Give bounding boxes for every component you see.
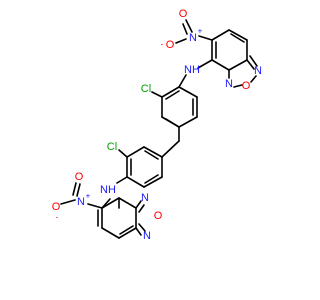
atom-label-oxadiazole-nitrogen: N (143, 230, 151, 242)
atom-charge: - (56, 213, 59, 222)
bond (249, 55, 258, 67)
bond (246, 59, 255, 70)
bond (143, 146, 163, 158)
atom-label-oxadiazole-nitrogen: N (225, 78, 233, 90)
atom-label-nitro-oxygen: O (52, 201, 61, 213)
atom-label-oxadiazole-oxygen: O (154, 210, 163, 222)
bond (178, 116, 198, 128)
bond (101, 227, 120, 239)
atom-charge: + (86, 192, 91, 201)
bond (143, 176, 163, 188)
bond (135, 227, 142, 236)
bond (135, 200, 142, 209)
atom-label-oxadiazole-oxygen: O (242, 80, 251, 92)
bond (118, 197, 137, 209)
bond (126, 176, 145, 188)
bond-layer (60, 19, 258, 239)
bond (228, 29, 248, 41)
atom-label-amine: NH (100, 184, 116, 196)
atom-label-nitro-nitrogen: N (77, 196, 85, 208)
bond (178, 86, 198, 98)
atom-charge: - (161, 40, 164, 49)
atom-label-amine: NH (184, 64, 200, 76)
bond (165, 90, 180, 100)
bond (76, 183, 81, 197)
bond (185, 19, 193, 33)
atom-label-chlorine: Cl (141, 83, 151, 95)
bond (182, 23, 188, 35)
bond (211, 59, 230, 71)
bond (211, 29, 230, 41)
bond (101, 197, 120, 209)
atom-label-nitro-oxygen: O (75, 171, 84, 183)
bond (165, 118, 180, 128)
atom-label-nitro-oxygen: O (179, 8, 188, 20)
bond (228, 59, 248, 71)
bond (118, 227, 137, 239)
structure-canvas: N + O - O N O N NH Cl Cl NH N + O - O N … (52, 8, 262, 242)
bond (178, 74, 187, 88)
atom-label-nitro-nitrogen: N (189, 32, 197, 44)
bond (175, 38, 187, 44)
atom-label-chlorine: Cl (107, 141, 117, 153)
bond (119, 225, 134, 235)
atom-label-layer: N + O - O N O N NH Cl Cl NH N + O - O N … (52, 8, 262, 242)
bond (233, 84, 243, 88)
bond (60, 199, 76, 205)
atom-charge: + (198, 27, 203, 36)
bond (138, 204, 145, 213)
bond (126, 146, 145, 158)
bond (72, 182, 77, 196)
bond (144, 174, 159, 184)
atom-label-oxadiazole-nitrogen: N (254, 65, 262, 77)
bond (144, 150, 159, 160)
molecule-diagram: N + O - O N O N NH Cl Cl NH N + O - O N … (52, 8, 262, 242)
bond (230, 33, 245, 43)
bond (161, 86, 180, 98)
atom-label-oxadiazole-nitrogen: N (141, 192, 149, 204)
bond (198, 35, 213, 41)
atom-label-nitro-oxygen: O (166, 39, 175, 51)
bond (250, 75, 257, 83)
bond (116, 176, 128, 184)
bond (151, 91, 163, 98)
bond (87, 203, 103, 209)
bond (197, 59, 213, 69)
bond (138, 223, 146, 232)
bond (161, 140, 180, 158)
bond (118, 149, 128, 158)
